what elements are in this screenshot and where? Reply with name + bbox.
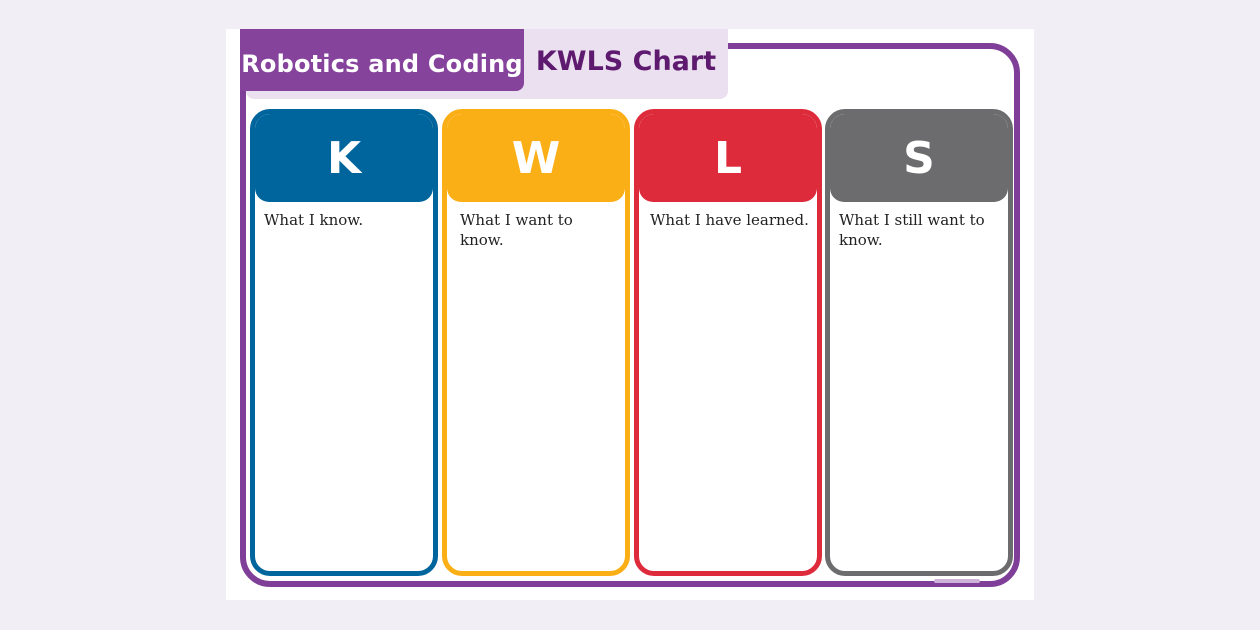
column-l-header: L (639, 114, 817, 202)
column-k-description: What I know. (264, 211, 364, 229)
column-l-description: What I have learned. (650, 211, 809, 229)
subject-tab: Robotics and Coding (240, 29, 524, 91)
column-w: W What I want to know. (442, 109, 630, 576)
column-w-letter: W (511, 132, 561, 184)
column-s-header: S (830, 114, 1008, 202)
column-k: K What I know. (250, 109, 438, 576)
subject-label: Robotics and Coding (241, 50, 523, 78)
column-l: L What I have learned. (634, 109, 822, 576)
column-k-header: K (255, 114, 433, 202)
column-s-letter: S (903, 132, 935, 184)
publisher-watermark (934, 579, 980, 583)
column-k-letter: K (326, 132, 362, 184)
column-l-letter: L (713, 132, 743, 184)
column-s-description: What I still want to know. (839, 211, 985, 249)
column-w-description: What I want to know. (460, 211, 573, 249)
title-tab: KWLS Chart (526, 29, 726, 93)
column-s: S What I still want to know. (825, 109, 1013, 576)
worksheet: Robotics and Coding KWLS Chart K What I … (226, 29, 1034, 600)
page-title: KWLS Chart (535, 45, 717, 77)
column-w-header: W (447, 114, 625, 202)
